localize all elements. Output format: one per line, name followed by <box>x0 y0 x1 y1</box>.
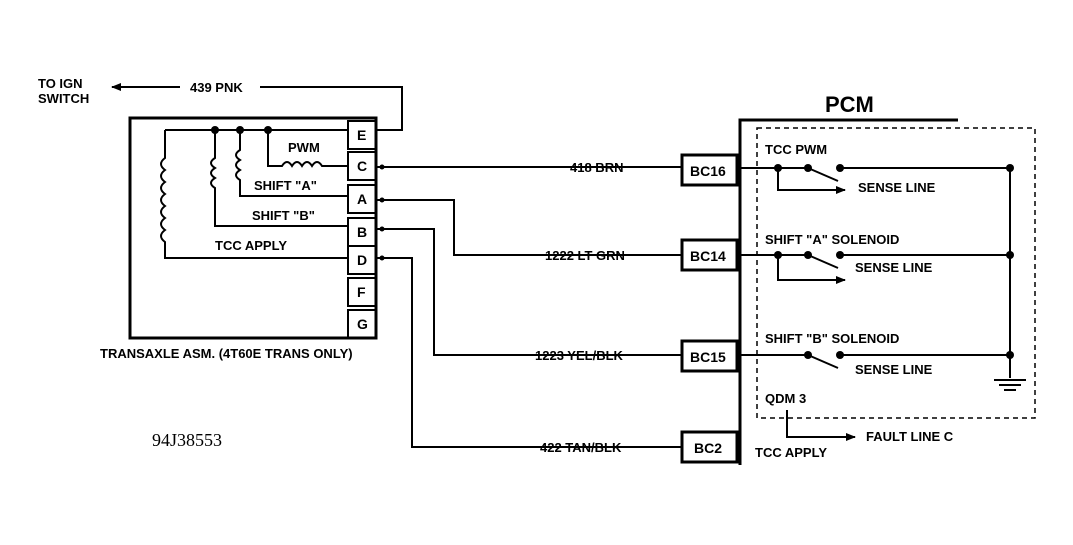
shift-a-switch <box>737 251 1010 284</box>
pin-column <box>347 120 377 339</box>
tcc-apply-coil <box>160 130 348 259</box>
transaxle-title: TRANSAXLE ASM. (4T60E TRANS ONLY) <box>100 346 353 361</box>
wire-1222-label: 1222 LT GRN <box>545 248 625 263</box>
transaxle-box <box>128 116 378 340</box>
pwm-coil <box>267 130 348 168</box>
pcm-internal-box <box>756 127 1036 419</box>
pin-g: G <box>357 316 368 332</box>
ground-icon <box>994 379 1026 391</box>
bc14-label: BC14 <box>690 248 726 264</box>
shift-b-label: SHIFT "B" <box>252 208 315 223</box>
shift-a-solenoid-label: SHIFT "A" SOLENOID <box>765 232 899 247</box>
pin-d: D <box>357 252 367 268</box>
shift-a-label: SHIFT "A" <box>254 178 317 193</box>
shift-b-solenoid-label: SHIFT "B" SOLENOID <box>765 331 899 346</box>
tcc-apply-label: TCC APPLY <box>215 238 287 253</box>
pwm-label: PWM <box>288 140 320 155</box>
tcc-apply-pcm-label: TCC APPLY <box>755 445 827 460</box>
shift-b-switch <box>737 351 1010 369</box>
bc16-label: BC16 <box>690 163 726 179</box>
pin-b: B <box>357 224 367 240</box>
wire-439-pnk <box>260 86 403 131</box>
pin-a: A <box>357 191 367 207</box>
pin-e: E <box>357 127 366 143</box>
sense-line-2: SENSE LINE <box>855 260 933 275</box>
reference-number: 94J38553 <box>152 430 222 450</box>
shift-b-coil <box>210 130 348 227</box>
pin-f: F <box>357 284 366 300</box>
connector-bc2 <box>680 430 739 464</box>
tcc-pwm-switch <box>740 164 1010 194</box>
wire-1223-yel-blk <box>376 228 682 356</box>
wire-439-label: 439 PNK <box>190 80 243 95</box>
shift-a-coil <box>235 130 348 197</box>
sense-line-3: SENSE LINE <box>855 362 933 377</box>
switch-label: SWITCH <box>38 91 89 106</box>
qdm3-label: QDM 3 <box>765 391 806 406</box>
bc2-label: BC2 <box>694 440 722 456</box>
wire-422-tan-blk <box>376 257 682 448</box>
wire-422-label: 422 TAN/BLK <box>540 440 622 455</box>
fault-line-label: FAULT LINE C <box>866 429 954 444</box>
pin-c: C <box>357 158 367 174</box>
connector-bc16 <box>680 153 739 187</box>
bc15-label: BC15 <box>690 349 726 365</box>
wire-1222-lt-grn <box>376 199 682 256</box>
wire-418-label: 418 BRN <box>570 160 623 175</box>
pcm-title: PCM <box>825 92 874 117</box>
wire-1223-label: 1223 YEL/BLK <box>535 348 624 363</box>
pcm-boundary <box>738 118 958 465</box>
to-ign-label: TO IGN <box>38 76 83 91</box>
fault-line-arrow <box>786 410 856 441</box>
tcc-pwm-label: TCC PWM <box>765 142 827 157</box>
sense-line-1: SENSE LINE <box>858 180 936 195</box>
